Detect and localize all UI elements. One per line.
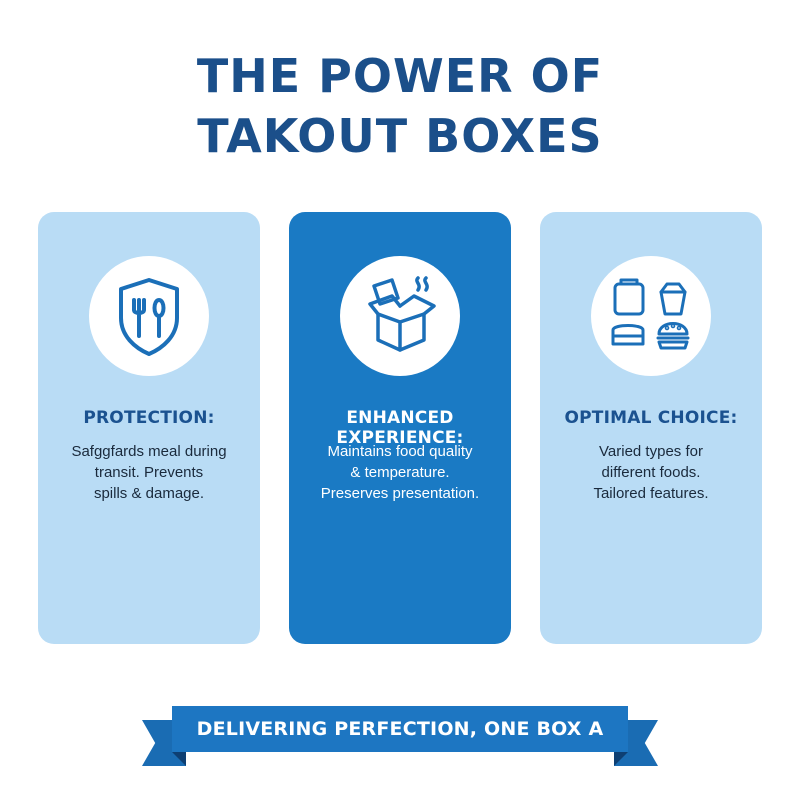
protection-heading: PROTECTION: — [83, 408, 215, 428]
enhanced-experience-line: Preserves presentation. — [320, 485, 480, 502]
open-box-steam-icon — [368, 276, 436, 352]
protection-card: PROTECTION: Safggfards meal during trans… — [38, 212, 260, 644]
protection-description: Safggfards meal during transit. Prevents… — [48, 441, 250, 504]
protection-line: transit. Prevents — [94, 464, 204, 481]
enhanced-experience-icon-circle — [340, 256, 460, 376]
container-types-icon — [611, 278, 690, 350]
enhanced-experience-card: ENHANCED EXPERIENCE: Maintains food qual… — [289, 212, 511, 644]
enhanced-experience-description: Maintains food quality & temperature. Pr… — [299, 441, 501, 504]
shield-utensils-icon — [119, 278, 179, 356]
slogan-banner: DELIVERING PERFECTION, ONE BOX A TIME — [172, 706, 628, 786]
optimal-choice-line: Varied types for — [599, 443, 703, 460]
enhanced-experience-line: & temperature. — [350, 464, 450, 481]
optimal-choice-icon-circle — [591, 256, 711, 376]
protection-line: Safggfards meal during — [71, 443, 227, 460]
optimal-choice-description: Varied types for different foods. Tailor… — [550, 441, 752, 504]
enhanced-experience-heading: ENHANCED EXPERIENCE: — [336, 408, 464, 448]
enhanced-experience-line: Maintains food quality — [327, 443, 473, 460]
page-title-line-2: TAKOUT BOXES — [197, 109, 603, 163]
optimal-choice-line: Tailored features. — [593, 485, 709, 502]
protection-icon-circle — [89, 256, 209, 376]
page-title: THE POWER OF TAKOUT BOXES — [0, 46, 800, 166]
optimal-choice-line: different foods. — [601, 464, 701, 481]
optimal-choice-card: OPTIMAL CHOICE: Varied types for differe… — [540, 212, 762, 644]
protection-line: spills & damage. — [93, 485, 205, 502]
optimal-choice-heading: OPTIMAL CHOICE: — [564, 408, 738, 428]
page-title-line-1: THE POWER OF — [196, 49, 604, 103]
